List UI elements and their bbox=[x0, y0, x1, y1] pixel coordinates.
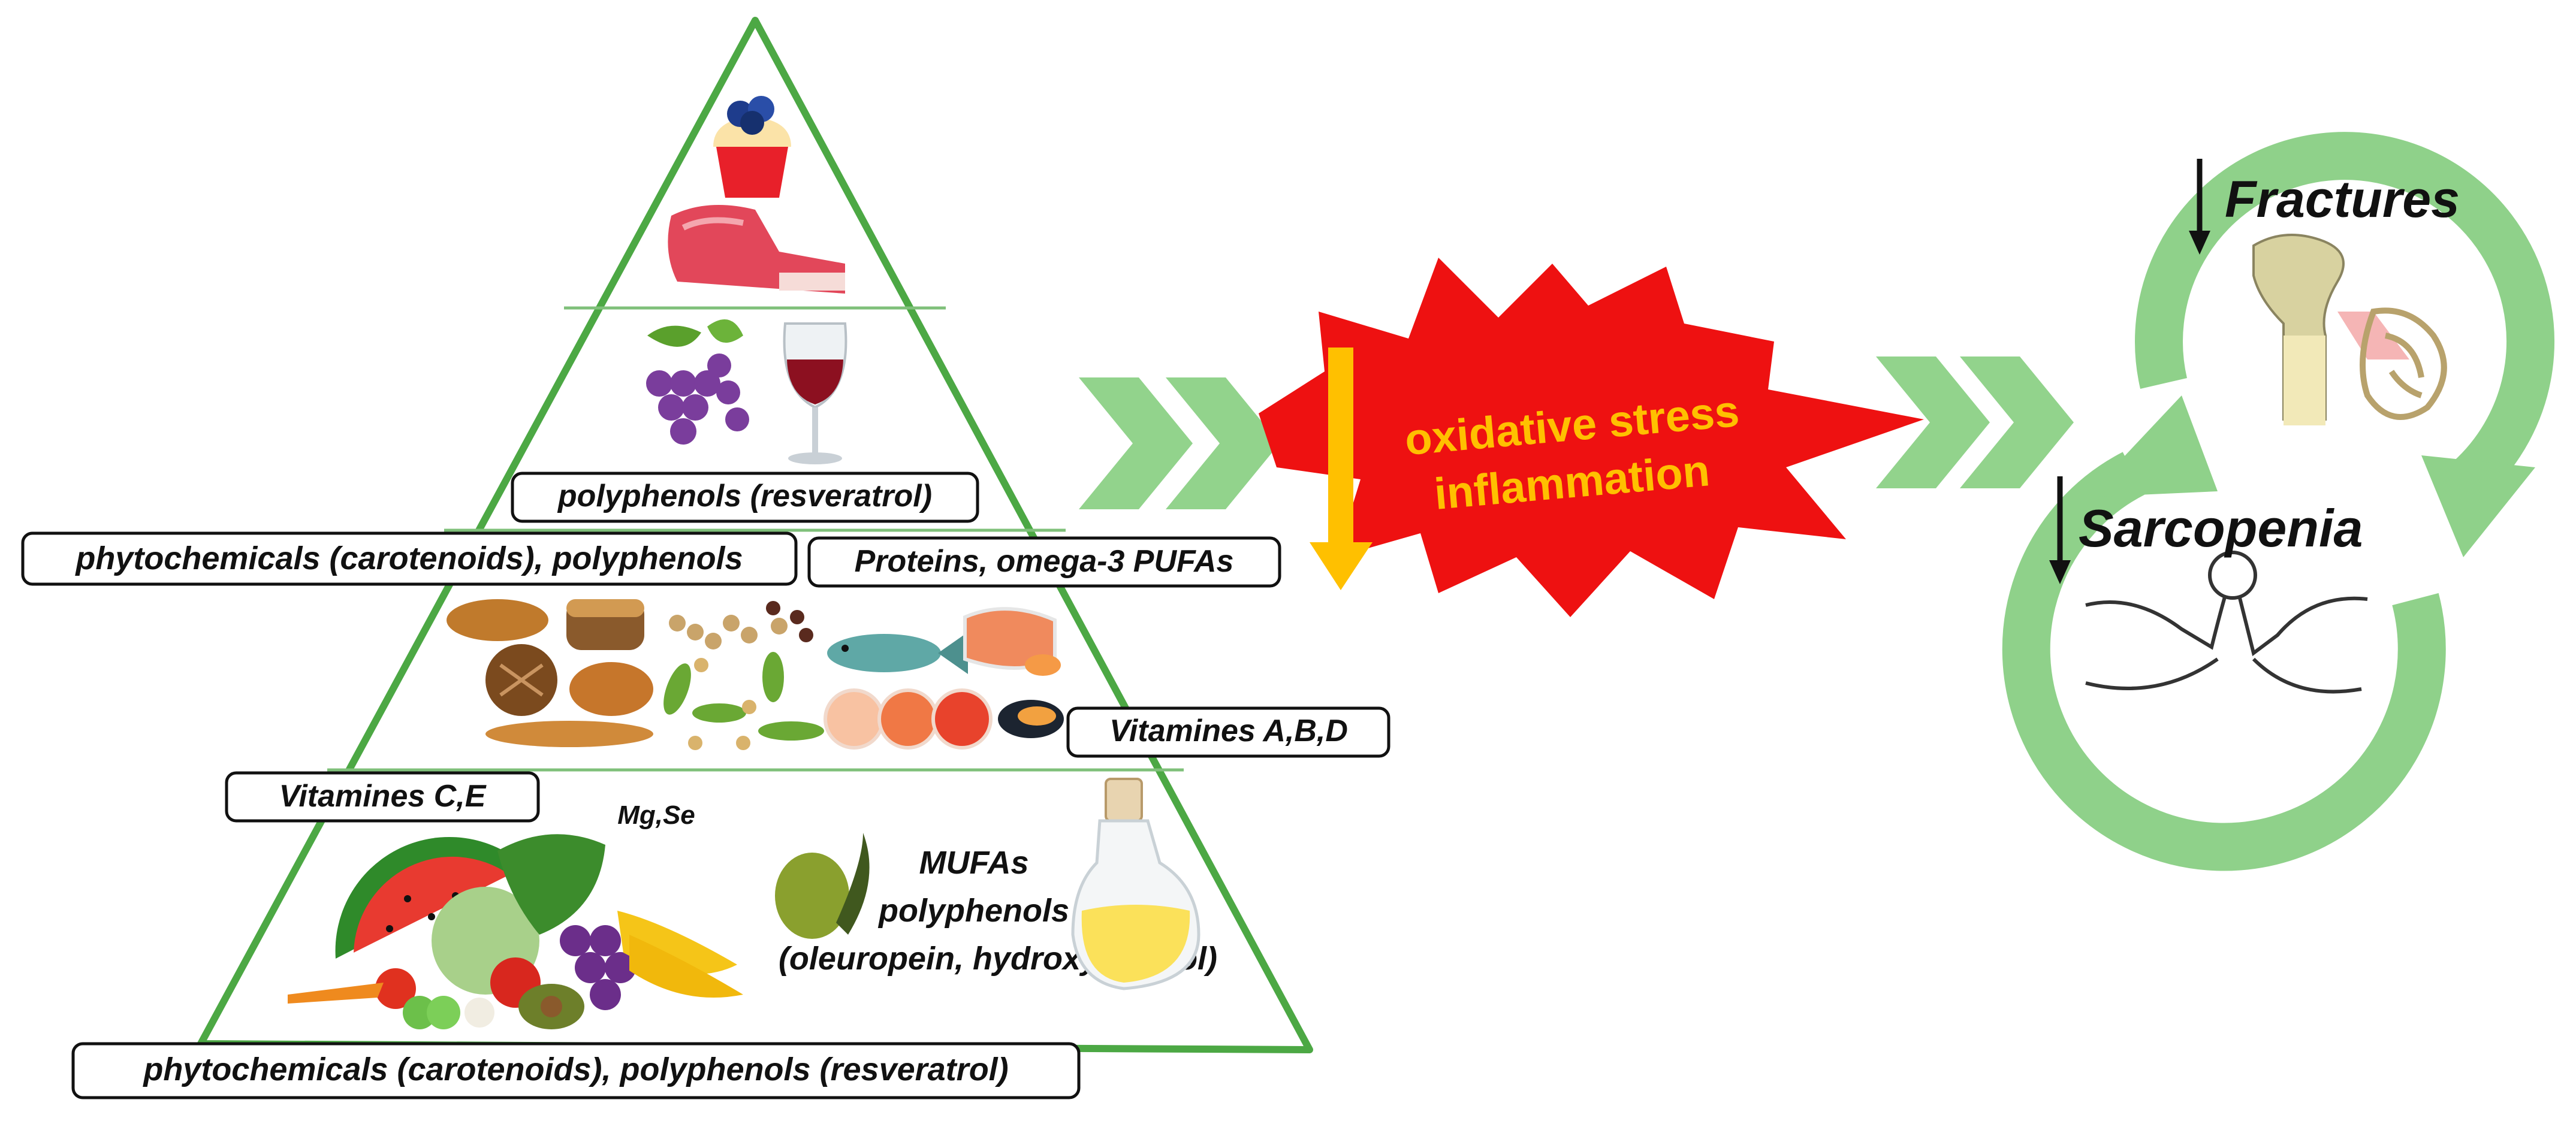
watermelon-icon bbox=[335, 836, 521, 959]
mussel-icon bbox=[998, 700, 1064, 738]
oil-bottle-icon bbox=[1071, 778, 1200, 990]
label-fractures: Fractures bbox=[2225, 171, 2460, 228]
label-phytochemicals-polyphenols: phytochemicals (carotenoids), polyphenol… bbox=[74, 540, 743, 576]
label-box-right-mid bbox=[807, 536, 1281, 588]
cupcake-icon bbox=[713, 96, 791, 198]
salmon-steak-icon bbox=[824, 607, 1061, 750]
vegetables-icon bbox=[288, 834, 743, 1029]
oxidative-stress-burst: oxidative stress inflammation bbox=[1259, 258, 1924, 617]
label-box-vitamins-abd bbox=[1066, 706, 1390, 758]
down-arrow-head bbox=[1310, 542, 1373, 590]
label-vitamins-ce: Vitamines C,E bbox=[279, 779, 487, 814]
mufa-line-2: polyphenols bbox=[877, 893, 1069, 929]
grapes-icon bbox=[646, 319, 749, 445]
legumes-icon bbox=[663, 601, 824, 750]
meat-icon bbox=[668, 205, 845, 294]
label-box-top bbox=[511, 472, 979, 523]
burst-shape bbox=[1259, 258, 1924, 617]
cycle-arrowhead-lower bbox=[2086, 395, 2218, 497]
label-sarcopenia: Sarcopenia bbox=[2079, 498, 2363, 558]
arm-wrestling-icon bbox=[2085, 551, 2368, 694]
chevron-arrow-left bbox=[1079, 377, 1280, 509]
cycle-ring-lower bbox=[2002, 452, 2446, 871]
chevron-arrow-right bbox=[1876, 356, 2074, 488]
label-phytochemicals-polyphenols-resveratrol: phytochemicals (carotenoids), polyphenol… bbox=[142, 1052, 1008, 1087]
label-minerals: Mg,Se bbox=[617, 800, 695, 830]
mufa-line-1: MUFAs bbox=[919, 845, 1028, 881]
label-box-bottom bbox=[71, 1042, 1081, 1099]
wine-glass-icon bbox=[783, 322, 847, 464]
femur-bone-icon bbox=[2252, 234, 2447, 425]
label-proteins-omega3: Proteins, omega-3 PUFAs bbox=[855, 544, 1234, 579]
outcome-cycle bbox=[2002, 132, 2554, 871]
label-box-left-mid bbox=[21, 531, 798, 586]
fish-icon bbox=[827, 632, 968, 674]
cycle-ring-upper bbox=[2135, 132, 2554, 497]
down-arrow-shaft bbox=[1328, 348, 1353, 545]
label-vitamins-abd: Vitamines A,B,D bbox=[1109, 714, 1348, 748]
sarcopenia-indicator: Sarcopenia bbox=[2049, 476, 2363, 584]
olive-icon bbox=[775, 833, 870, 939]
label-box-vitamins-ce bbox=[225, 771, 540, 823]
fractures-indicator: Fractures bbox=[2189, 159, 2460, 255]
cycle-arrowhead-upper bbox=[2421, 455, 2535, 557]
label-polyphenols-resveratrol: polyphenols (resveratrol) bbox=[557, 479, 932, 513]
bread-icon bbox=[447, 599, 653, 747]
